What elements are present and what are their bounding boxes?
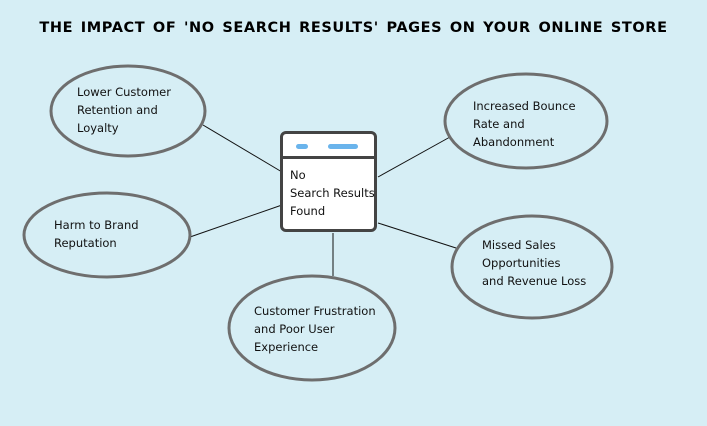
connector-sales <box>377 222 457 249</box>
node-frustration-ellipse <box>227 274 397 382</box>
browser-tab-pill-left <box>296 144 308 149</box>
connector-bounce <box>377 136 451 178</box>
node-brand-label: Harm to Brand Reputation <box>54 218 139 250</box>
node-bounce-label: Increased Bounce Rate and Abandonment <box>473 99 576 149</box>
browser-window-icon <box>280 131 377 232</box>
node-sales-ellipse <box>450 214 614 320</box>
node-frustration-label: Customer Frustration and Poor User Exper… <box>254 304 376 354</box>
browser-tab-pill-right <box>328 144 358 149</box>
diagram-title: THE IMPACT OF 'NO SEARCH RESULTS' PAGES … <box>39 20 668 36</box>
node-brand-ellipse <box>22 191 192 279</box>
node-sales-label: Missed Sales Opportunities and Revenue L… <box>482 238 587 288</box>
center-label: No Search Results Found <box>290 168 375 218</box>
browser-header-divider <box>280 156 377 159</box>
node-bounce-ellipse <box>443 72 609 170</box>
connector-retention <box>202 124 283 173</box>
node-retention-label: Lower Customer Retention and Loyalty <box>77 85 171 135</box>
node-retention-ellipse <box>49 64 207 158</box>
connector-brand <box>189 204 283 238</box>
